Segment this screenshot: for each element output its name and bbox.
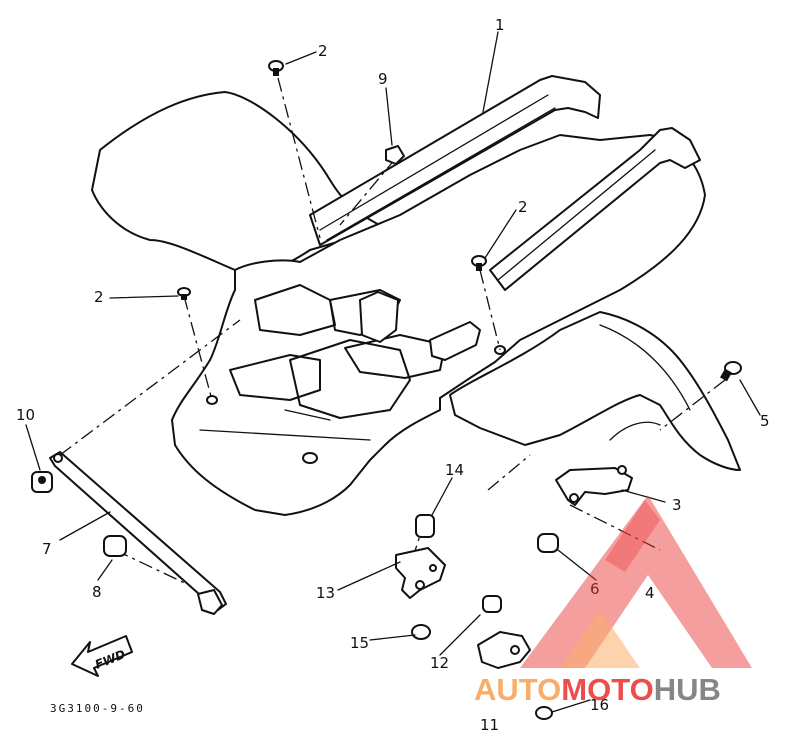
callout-16: 16 [590, 696, 609, 714]
callout-4: 4 [645, 584, 655, 602]
callout-14: 14 [445, 461, 464, 479]
watermark-text: AUTOMOTOHUB [474, 672, 721, 707]
diagram-code: 3G3100-9-60 [50, 702, 145, 715]
callout-3: 3 [672, 496, 682, 514]
clip-icon [385, 145, 405, 165]
callout-2-left: 2 [94, 288, 104, 306]
nut-icon [535, 706, 553, 720]
bolt-icon [268, 60, 284, 76]
bracket-part [555, 465, 633, 506]
callout-8: 8 [92, 583, 102, 601]
callout-12: 12 [430, 654, 449, 672]
grommet-icon [482, 595, 502, 613]
grommet-icon [31, 471, 53, 493]
fasteners [31, 60, 742, 720]
rear-fender-part [91, 75, 741, 516]
callout-2-right: 2 [518, 198, 528, 216]
automotohub-watermark: AUTOMOTOHUB [474, 495, 752, 707]
callout-5: 5 [760, 412, 770, 430]
callout-labels: 1 2 2 2 3 4 5 6 7 8 9 10 11 12 13 14 15 … [16, 16, 770, 734]
watermark-logo-icon [520, 495, 752, 668]
forward-direction-arrow: FWD [71, 635, 133, 677]
nut-icon [411, 624, 431, 640]
bracket-part [395, 547, 446, 599]
callout-9: 9 [378, 70, 388, 88]
callout-6: 6 [590, 580, 600, 598]
bolt-icon [177, 287, 191, 300]
bracket-part [477, 631, 531, 669]
grommet-icon [537, 533, 559, 553]
grommet-icon [415, 514, 435, 538]
callout-11: 11 [480, 716, 499, 734]
leader-lines [25, 31, 761, 713]
callout-10: 10 [16, 406, 35, 424]
callout-15: 15 [350, 634, 369, 652]
callout-7: 7 [42, 540, 52, 558]
callout-1: 1 [495, 16, 505, 34]
screw-icon [720, 361, 742, 382]
callout-13: 13 [316, 584, 335, 602]
grommet-icon [103, 535, 127, 557]
bolt-icon [471, 255, 487, 271]
stay-bar-part [49, 451, 227, 615]
callout-2-top: 2 [318, 42, 328, 60]
